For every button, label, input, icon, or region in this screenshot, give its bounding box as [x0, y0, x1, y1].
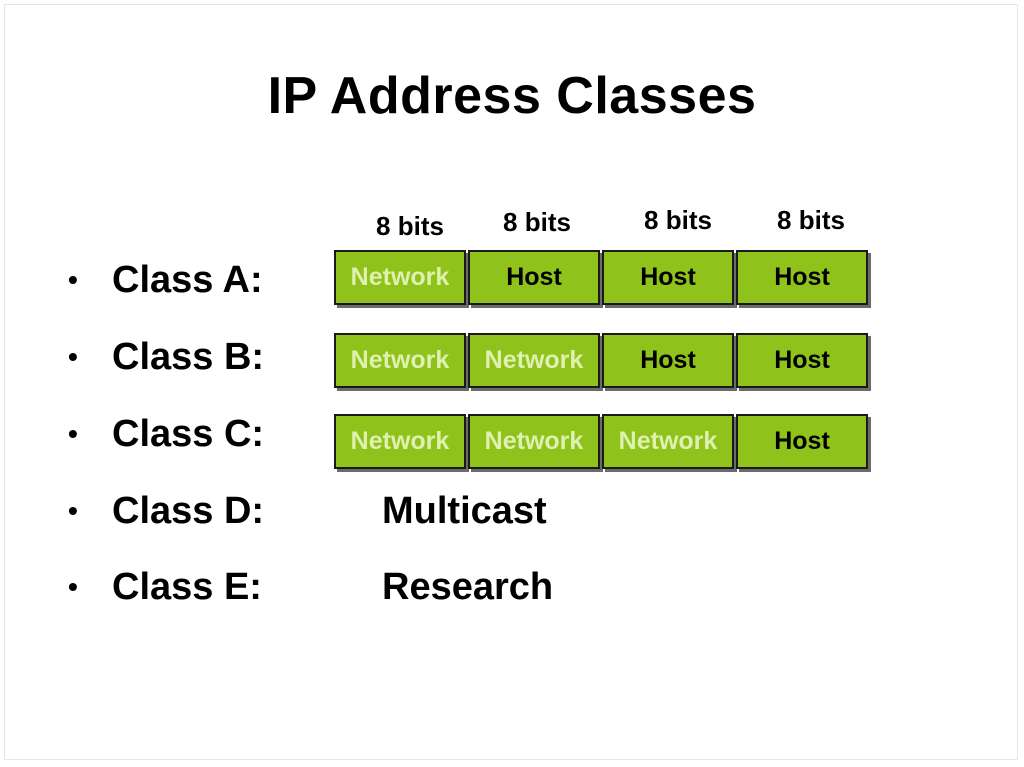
class-purpose: Multicast	[382, 490, 547, 532]
bullet-icon: •	[68, 571, 78, 602]
class-label: Class C:	[112, 413, 265, 455]
class-label: Class E:	[112, 566, 262, 608]
bullet-icon: •	[68, 418, 78, 449]
bullet-icon: •	[68, 495, 78, 526]
class-label: Class B:	[112, 336, 265, 378]
octet-network: Network	[602, 414, 734, 469]
octet-host: Host	[736, 414, 868, 469]
class-c-octets: Network Network Network Host	[334, 414, 874, 469]
octet-network: Network	[468, 333, 600, 388]
class-a-octets: Network Host Host Host	[334, 250, 874, 305]
octet-host: Host	[602, 250, 734, 305]
class-label: Class D:	[112, 490, 265, 532]
slide-frame	[4, 4, 1018, 760]
octet-label-3: 8 bits	[644, 205, 712, 235]
bullet-icon: •	[68, 341, 78, 372]
class-purpose: Research	[382, 566, 554, 608]
octet-network: Network	[334, 250, 466, 305]
octet-label-4: 8 bits	[777, 205, 845, 235]
octet-network: Network	[468, 414, 600, 469]
octet-host: Host	[468, 250, 600, 305]
octet-label-2: 8 bits	[503, 207, 571, 237]
octet-host: Host	[602, 333, 734, 388]
class-label: Class A:	[112, 259, 263, 301]
octet-label-1: 8 bits	[376, 211, 444, 241]
octet-network: Network	[334, 333, 466, 388]
class-b-octets: Network Network Host Host	[334, 333, 874, 388]
slide-title: IP Address Classes	[267, 67, 757, 125]
octet-host: Host	[736, 250, 868, 305]
octet-host: Host	[736, 333, 868, 388]
octet-network: Network	[334, 414, 466, 469]
bullet-icon: •	[68, 264, 78, 295]
